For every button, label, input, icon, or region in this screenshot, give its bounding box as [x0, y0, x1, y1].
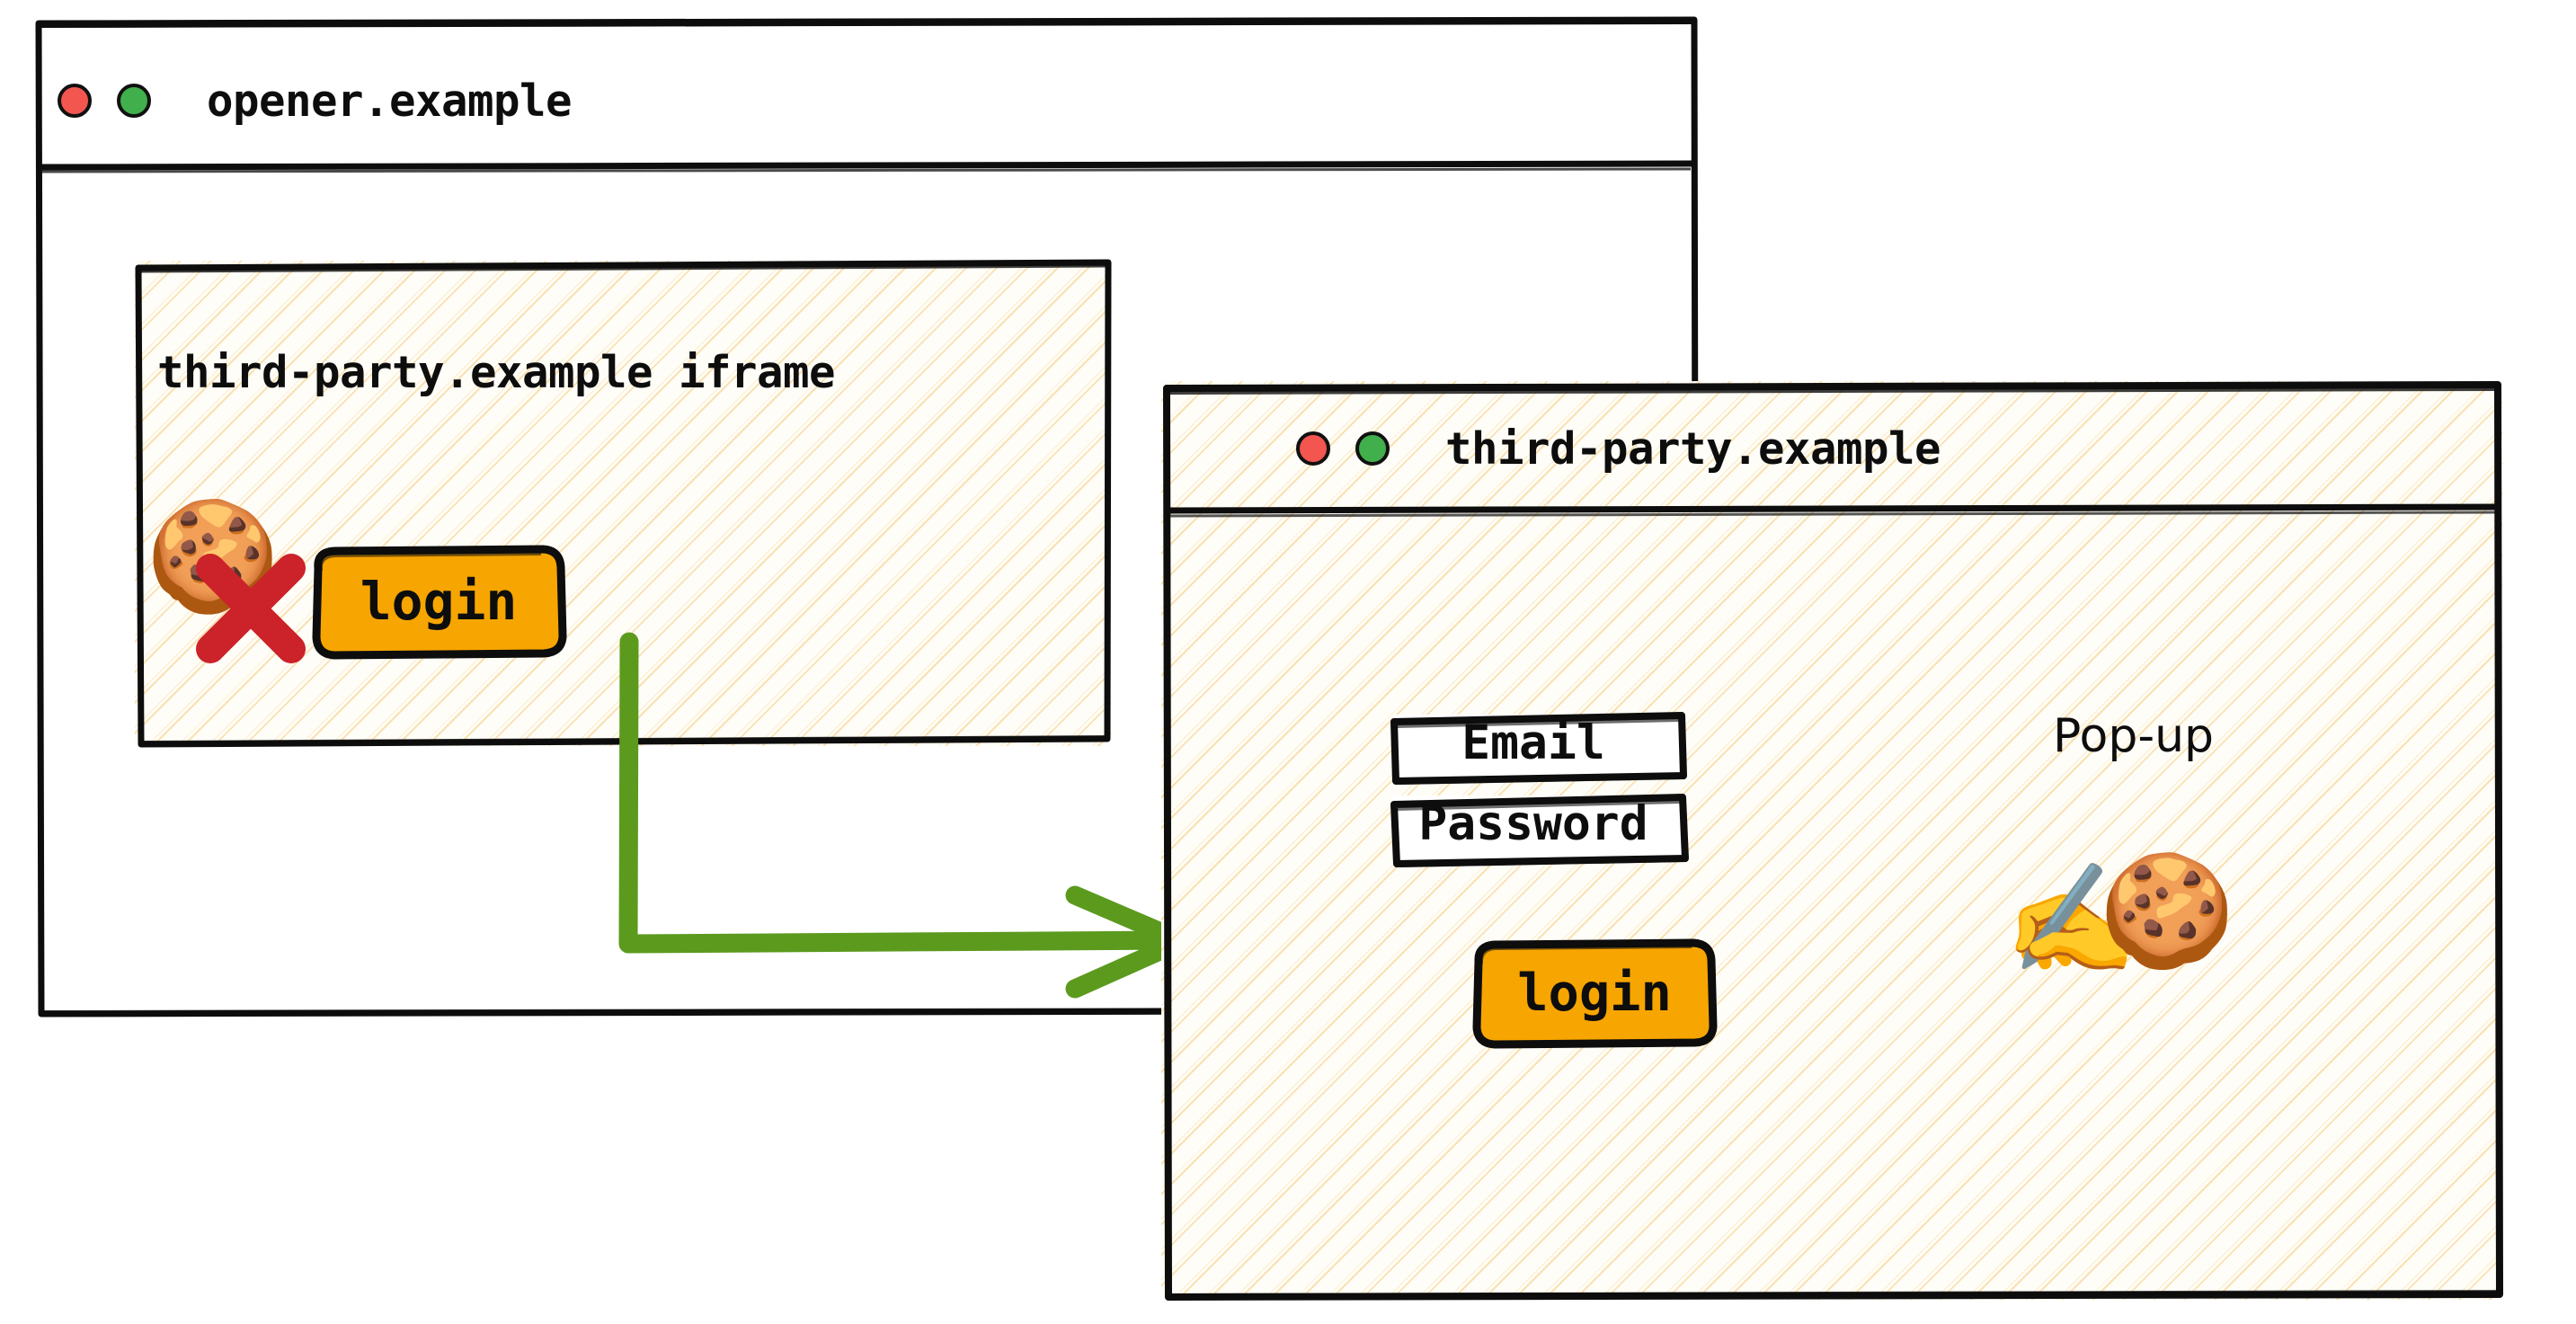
popup-caption: Pop-up — [2053, 709, 2215, 763]
close-dot[interactable] — [58, 84, 92, 118]
third-party-iframe: third-party.example iframe 🍪 login — [135, 259, 1112, 748]
close-dot[interactable] — [1296, 431, 1330, 466]
popup-login-button-label: login — [1517, 964, 1672, 1023]
popup-login-button[interactable]: login — [1472, 938, 1718, 1049]
password-field[interactable]: Password — [1390, 794, 1689, 867]
iframe-login-button-label: login — [360, 571, 518, 632]
iframe-login-button[interactable]: login — [312, 545, 567, 660]
minimize-dot[interactable] — [1355, 431, 1390, 466]
writing-hand-icon: ✍️ — [2004, 857, 2139, 982]
popup-window-title: third-party.example — [1445, 422, 1941, 475]
email-field-value: Email — [1461, 715, 1605, 770]
cookie-icon: 🍪 — [2099, 847, 2235, 974]
red-cross-icon — [196, 554, 306, 663]
opener-window-title: opener.example — [207, 75, 573, 127]
iframe-label: third-party.example iframe — [157, 347, 836, 398]
password-field-value: Password — [1418, 795, 1648, 851]
popup-window: third-party.example Pop-up Email Passwor… — [1161, 381, 2503, 1301]
email-field[interactable]: Email — [1390, 712, 1687, 785]
popup-titlebar: third-party.example — [1296, 392, 2465, 505]
popup-window-border — [1163, 381, 2503, 1301]
opener-titlebar: opener.example — [58, 38, 1675, 164]
minimize-dot[interactable] — [117, 84, 151, 118]
